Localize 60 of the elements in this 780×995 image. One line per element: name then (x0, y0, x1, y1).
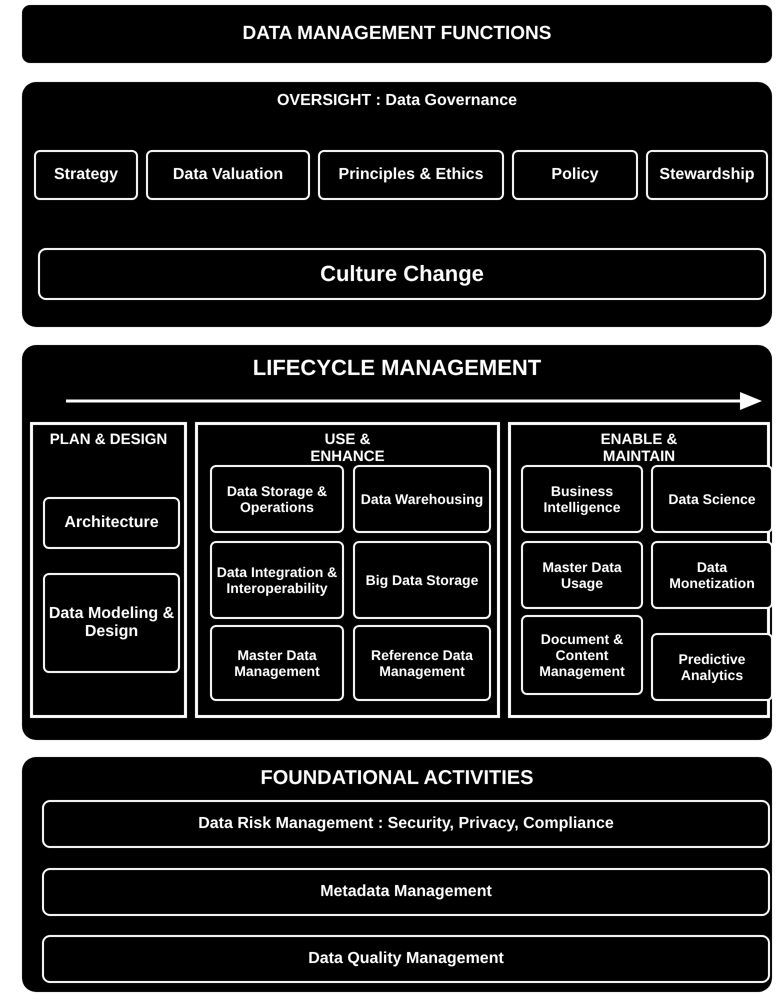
function-box (646, 150, 768, 200)
box-label: Principles & Ethics (338, 166, 484, 184)
function-box (43, 573, 180, 673)
function-box (651, 465, 773, 533)
function-box (210, 625, 344, 701)
box-label: Predictive Analytics (678, 651, 746, 683)
function-box (210, 465, 344, 533)
panel-heading: FOUNDATIONAL ACTIVITIES (260, 767, 534, 790)
column-panel (195, 422, 500, 718)
function-box (34, 150, 138, 200)
box-label: Culture Change (320, 261, 484, 287)
box-label: Stewardship (659, 166, 755, 184)
function-box (43, 497, 180, 549)
function-box (353, 541, 491, 619)
box-label: Document & Content Management (538, 631, 626, 679)
section-panel (22, 82, 772, 327)
box-label: Architecture (64, 514, 159, 532)
header-banner (22, 5, 772, 63)
box-label: Data Quality Management (308, 950, 504, 968)
box-label: Big Data Storage (366, 572, 478, 588)
function-box (512, 150, 638, 200)
panel-heading: ENABLE & MAINTAIN (600, 431, 678, 465)
function-box (353, 625, 491, 701)
box-label: Master Data Management (233, 647, 321, 679)
box-label: Data Storage & Operations (226, 483, 328, 515)
panel-heading: PLAN & DESIGN (48, 431, 168, 448)
box-label: Policy (551, 166, 599, 184)
box-label: Data Integration & Interoperability (216, 564, 338, 596)
function-box (521, 541, 643, 609)
function-box (210, 541, 344, 619)
function-box (318, 150, 504, 200)
activity-bar (42, 868, 770, 916)
function-box (651, 633, 773, 701)
box-label: Data Science (668, 491, 756, 507)
section-panel (22, 345, 772, 740)
function-box (353, 465, 491, 533)
box-label: Data Warehousing (360, 491, 484, 507)
box-label: Strategy (54, 166, 118, 184)
column-panel (30, 422, 187, 718)
panel-heading: USE & ENHANCE (309, 431, 386, 465)
panel-heading: LIFECYCLE MANAGEMENT (252, 355, 542, 381)
box-label: Data Valuation (172, 166, 284, 184)
function-box (146, 150, 310, 200)
activity-bar (42, 800, 770, 848)
function-box (521, 465, 643, 533)
banner-title: DATA MANAGEMENT FUNCTIONS (242, 23, 552, 45)
panel-heading: OVERSIGHT : Data Governance (276, 92, 518, 110)
column-panel (508, 422, 770, 718)
box-label: Master Data Usage (541, 559, 623, 591)
box-label: Reference Data Management (370, 647, 474, 679)
function-box (651, 541, 773, 609)
box-label: Data Modeling & Design (48, 605, 175, 641)
section-panel (22, 757, 772, 992)
box-label: Data Monetization (668, 559, 756, 591)
box-label: Business Intelligence (542, 483, 622, 515)
activity-bar (38, 248, 766, 300)
box-label: Data Risk Management : Security, Privacy, Compliance (198, 815, 614, 833)
function-box (521, 615, 643, 695)
box-label: Metadata Management (320, 883, 492, 901)
activity-bar (42, 935, 770, 983)
